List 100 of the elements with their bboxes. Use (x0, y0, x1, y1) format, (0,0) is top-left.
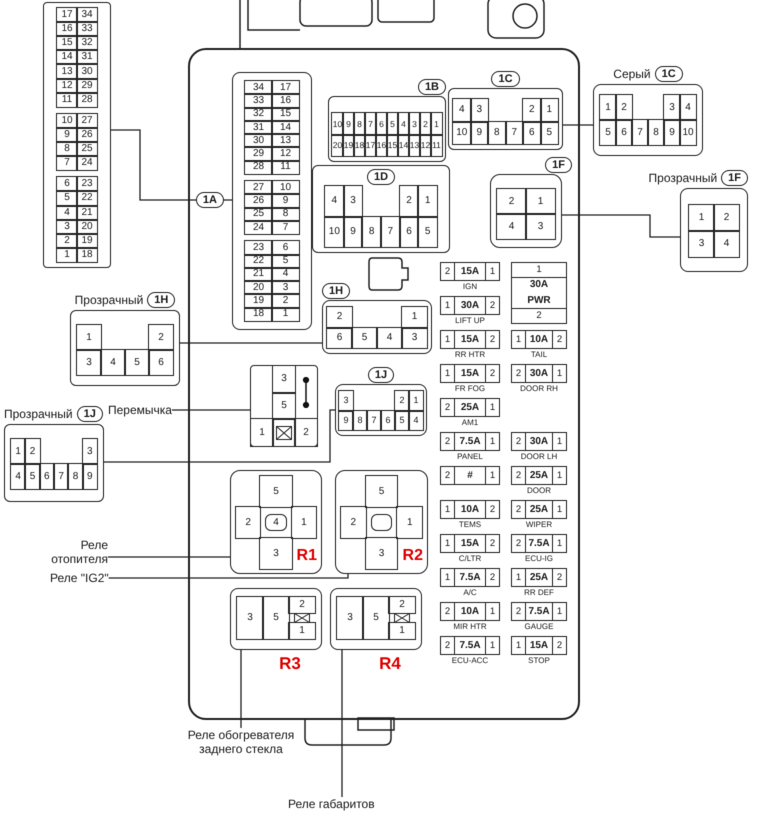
terminal-number: 1 (292, 507, 316, 538)
terminal-number: 2 (512, 467, 525, 484)
terminal-number: 5 (260, 476, 292, 507)
callout-label: Перемычка (108, 403, 172, 417)
pin-number: 18 (354, 134, 365, 156)
pin-number: 10 (272, 181, 299, 194)
pin-number: 2 (400, 186, 418, 216)
pin-number: 7 (632, 120, 648, 145)
pin-number: 1 (11, 439, 26, 464)
fuse-rating: 15A (460, 264, 480, 278)
terminal-number: 5 (363, 597, 389, 639)
pin-number: 2 (395, 391, 409, 410)
pin-number: 5 (125, 350, 149, 375)
terminal-number: 1 (441, 501, 454, 518)
pin-number: 10 (57, 114, 77, 128)
terminal-number: 2 (512, 365, 525, 382)
pin-number: 3 (664, 95, 680, 120)
pin-number: 8 (272, 208, 299, 221)
pin-number: 5 (418, 216, 437, 247)
pin-number: 5 (387, 113, 398, 134)
terminal-number: 2 (486, 331, 499, 348)
pin-number: 12 (420, 134, 431, 156)
pin-number: 33 (77, 22, 97, 36)
pin-number: 20 (245, 281, 272, 294)
pin-number: 34 (77, 8, 97, 22)
terminal-number: 1 (553, 467, 566, 484)
leader-line (240, 650, 242, 728)
pin-number: 19 (343, 134, 354, 156)
connector-color-label: Прозрачный (4, 407, 73, 421)
pin-number: 26 (245, 194, 272, 208)
pin-number: 2 (714, 205, 739, 231)
connector-tag: 1B (418, 79, 446, 95)
terminal-number: 1 (512, 569, 525, 586)
pin-number: 1 (402, 307, 427, 328)
terminal-number: 1 (512, 263, 566, 277)
pin-number: 22 (77, 191, 97, 206)
pin-number: 10 (453, 122, 470, 144)
pin-number: 23 (245, 241, 272, 255)
pin-number: 3 (272, 281, 299, 294)
pin-number: 32 (77, 36, 97, 50)
terminal-number: 2 (512, 433, 525, 450)
terminal-number: 1 (389, 623, 415, 639)
pin-number: 1 (272, 308, 299, 321)
pin-number: 18 (77, 248, 97, 262)
pin-number: 5 (272, 254, 299, 268)
terminal-number: 2 (486, 569, 499, 586)
terminal-number: 2 (512, 603, 525, 620)
pin-number: 14 (272, 120, 299, 134)
terminal-number: 1 (441, 535, 454, 552)
pin-number: 24 (77, 156, 97, 170)
pin-number: 15 (272, 108, 299, 121)
pin-number: 5 (352, 328, 377, 348)
pin-number: 6 (400, 216, 418, 247)
pin-number: 9 (272, 194, 299, 208)
pin-number: 7 (365, 113, 376, 134)
pin-number: 2 (272, 294, 299, 308)
pin-number: 28 (245, 160, 272, 174)
terminal-number: 2 (441, 637, 454, 654)
wire-line (562, 214, 680, 238)
pin-number: 6 (381, 410, 395, 430)
terminal-number: 2 (512, 535, 525, 552)
pin-number: 6 (523, 122, 540, 144)
pin-number: 21 (77, 206, 97, 220)
pin-number: 14 (398, 134, 409, 156)
fuse-rating: 7.5A (458, 638, 482, 652)
fuse-name: STOP (528, 655, 550, 666)
wire-line (104, 409, 335, 463)
pin-number: 8 (648, 120, 664, 145)
pin-number: 8 (354, 113, 365, 134)
pin-number: 6 (40, 464, 54, 489)
terminal-number: 2 (486, 501, 499, 518)
fuse-rating: 7.5A (527, 604, 551, 618)
terminal-number: 1 (441, 331, 454, 348)
terminal-number: 2 (441, 467, 454, 484)
pin-number: 4 (325, 186, 344, 216)
pin-number: 24 (245, 220, 272, 234)
fuse-rating: 7.5A (527, 536, 551, 550)
fuse-rating: 7.5A (458, 570, 482, 584)
pin-number: 2 (420, 113, 431, 134)
connector-tag: 1C (491, 71, 520, 87)
pin-number: 9 (664, 120, 680, 145)
callout-label: Реле габаритов (288, 797, 375, 811)
terminal-number: 1 (486, 433, 499, 450)
connector-tag: 1H (322, 283, 350, 299)
pin-number: 2 (149, 325, 173, 350)
pin-number: 3 (470, 99, 488, 122)
pin-number: 1 (409, 391, 423, 410)
terminal-number: 2 (441, 603, 454, 620)
pin-number: 1 (418, 186, 437, 216)
pin-number: 6 (327, 328, 352, 348)
terminal-number: 1 (553, 433, 566, 450)
pin-number: 30 (77, 64, 97, 79)
terminal-number: 2 (553, 569, 566, 586)
pin-number: 6 (57, 177, 77, 192)
pin-number: 6 (376, 113, 387, 134)
terminal-number: 2 (486, 535, 499, 552)
pin-number: 5 (57, 191, 77, 206)
pin-number: 5 (25, 464, 40, 489)
pin-number: 3 (339, 391, 353, 410)
connector-tag: 1A (196, 192, 224, 208)
